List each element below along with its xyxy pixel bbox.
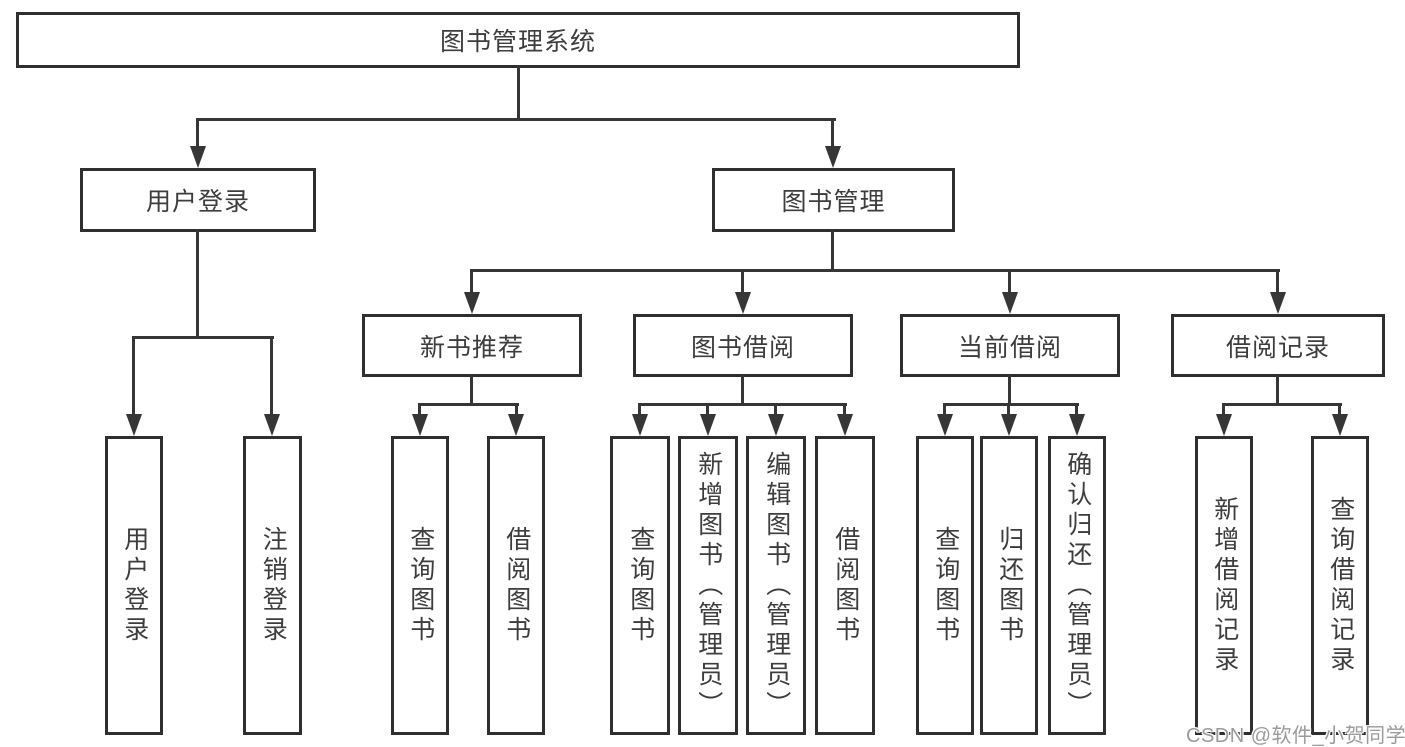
connector-line xyxy=(831,230,834,272)
arrowhead-icon xyxy=(464,292,480,314)
arrowhead-icon xyxy=(735,292,751,314)
node-library-management-system: 图书管理系统 xyxy=(16,12,1020,68)
connector-line xyxy=(196,118,199,148)
arrowhead-icon xyxy=(937,414,953,436)
leaf-add-books-admin-label: 新增图书（管理员） xyxy=(694,450,723,721)
leaf-add-books-admin: 新增图书（管理员） xyxy=(678,436,738,735)
arrowhead-icon xyxy=(632,414,648,436)
node-book-management-branch-label: 图书管理 xyxy=(781,188,886,216)
node-book-management-branch: 图书管理 xyxy=(712,168,955,232)
connector-line xyxy=(831,118,834,148)
connector-line xyxy=(741,269,744,294)
connector-line xyxy=(270,336,273,416)
watermark: CSDN @软件_小贺同学 xyxy=(1186,725,1405,747)
leaf-return-books: 归还图书 xyxy=(980,436,1038,735)
connector-line xyxy=(843,403,846,416)
leaf-edit-books-admin-label: 编辑图书（管理员） xyxy=(762,450,791,721)
connector-line xyxy=(1008,375,1011,406)
leaf-confirm-return-admin: 确认归还（管理员） xyxy=(1048,436,1106,735)
arrowhead-icon xyxy=(1216,414,1232,436)
leaf-query-books-current-label: 查询图书 xyxy=(931,525,960,646)
leaf-borrow-books: 借阅图书 xyxy=(815,436,875,735)
arrowhead-icon xyxy=(264,414,280,436)
leaf-query-books-recommend: 查询图书 xyxy=(391,436,449,735)
connector-line xyxy=(1222,403,1342,406)
connector-line xyxy=(1222,403,1225,416)
connector-line xyxy=(1276,269,1279,294)
leaf-user-login: 用户登录 xyxy=(105,436,163,735)
node-current-borrowing: 当前借阅 xyxy=(900,314,1120,377)
leaf-confirm-return-admin-label: 确认归还（管理员） xyxy=(1063,450,1092,721)
arrowhead-icon xyxy=(768,414,784,436)
connector-line xyxy=(741,375,744,406)
arrowhead-icon xyxy=(825,146,841,168)
node-borrowing-records: 借阅记录 xyxy=(1171,314,1385,377)
arrowhead-icon xyxy=(837,414,853,436)
arrowhead-icon xyxy=(1069,414,1085,436)
leaf-return-books-label: 归还图书 xyxy=(995,525,1024,646)
connector-line xyxy=(517,66,520,120)
connector-line xyxy=(132,336,274,339)
connector-line xyxy=(1007,403,1010,416)
connector-line xyxy=(515,403,518,416)
leaf-borrow-books-recommend-label: 借阅图书 xyxy=(502,525,531,646)
leaf-query-books-current: 查询图书 xyxy=(916,436,974,735)
arrowhead-icon xyxy=(190,146,206,168)
leaf-query-books-borrowing: 查询图书 xyxy=(610,436,670,735)
arrowhead-icon xyxy=(1332,414,1348,436)
connector-line xyxy=(1008,269,1011,294)
leaf-logout-label: 注销登录 xyxy=(259,525,288,646)
leaf-add-borrow-record: 新增借阅记录 xyxy=(1195,436,1253,735)
leaf-query-borrow-record: 查询借阅记录 xyxy=(1311,436,1369,735)
arrowhead-icon xyxy=(508,414,524,436)
connector-line xyxy=(418,403,421,416)
connector-line xyxy=(1075,403,1078,416)
connector-line xyxy=(470,375,473,406)
leaf-add-borrow-record-label: 新增借阅记录 xyxy=(1210,495,1239,676)
connector-line xyxy=(1276,375,1279,406)
arrowhead-icon xyxy=(700,414,716,436)
leaf-edit-books-admin: 编辑图书（管理员） xyxy=(746,436,806,735)
leaf-query-books-borrowing-label: 查询图书 xyxy=(626,525,655,646)
leaf-user-login-label: 用户登录 xyxy=(120,525,149,646)
leaf-borrow-books-recommend: 借阅图书 xyxy=(487,436,545,735)
connector-line xyxy=(470,269,473,294)
connector-line xyxy=(706,403,709,416)
node-library-management-system-label: 图书管理系统 xyxy=(439,28,596,56)
connector-line xyxy=(470,269,1280,272)
leaf-query-borrow-record-label: 查询借阅记录 xyxy=(1326,495,1355,676)
arrowhead-icon xyxy=(1270,292,1286,314)
connector-line xyxy=(943,403,946,416)
connector-line xyxy=(196,118,836,121)
connector-line xyxy=(1338,403,1341,416)
connector-line xyxy=(418,403,519,406)
leaf-logout: 注销登录 xyxy=(243,436,302,735)
arrowhead-icon xyxy=(126,414,142,436)
node-user-login-branch-label: 用户登录 xyxy=(145,188,250,216)
connector-line xyxy=(774,403,777,416)
leaf-borrow-books-label: 借阅图书 xyxy=(831,525,860,646)
node-new-book-recommendation: 新书推荐 xyxy=(362,314,582,377)
connector-line xyxy=(638,403,847,406)
leaf-query-books-recommend-label: 查询图书 xyxy=(406,525,435,646)
node-current-borrowing-label: 当前借阅 xyxy=(957,333,1062,362)
arrowhead-icon xyxy=(412,414,428,436)
connector-line xyxy=(196,230,199,339)
connector-line xyxy=(132,336,135,416)
node-book-borrowing: 图书借阅 xyxy=(633,314,853,377)
node-book-borrowing-label: 图书借阅 xyxy=(690,333,795,362)
connector-line xyxy=(943,403,1079,406)
connector-line xyxy=(638,403,641,416)
node-new-book-recommendation-label: 新书推荐 xyxy=(419,333,524,362)
node-borrowing-records-label: 借阅记录 xyxy=(1225,333,1330,362)
arrowhead-icon xyxy=(1002,292,1018,314)
arrowhead-icon xyxy=(1001,414,1017,436)
node-user-login-branch: 用户登录 xyxy=(80,168,316,232)
